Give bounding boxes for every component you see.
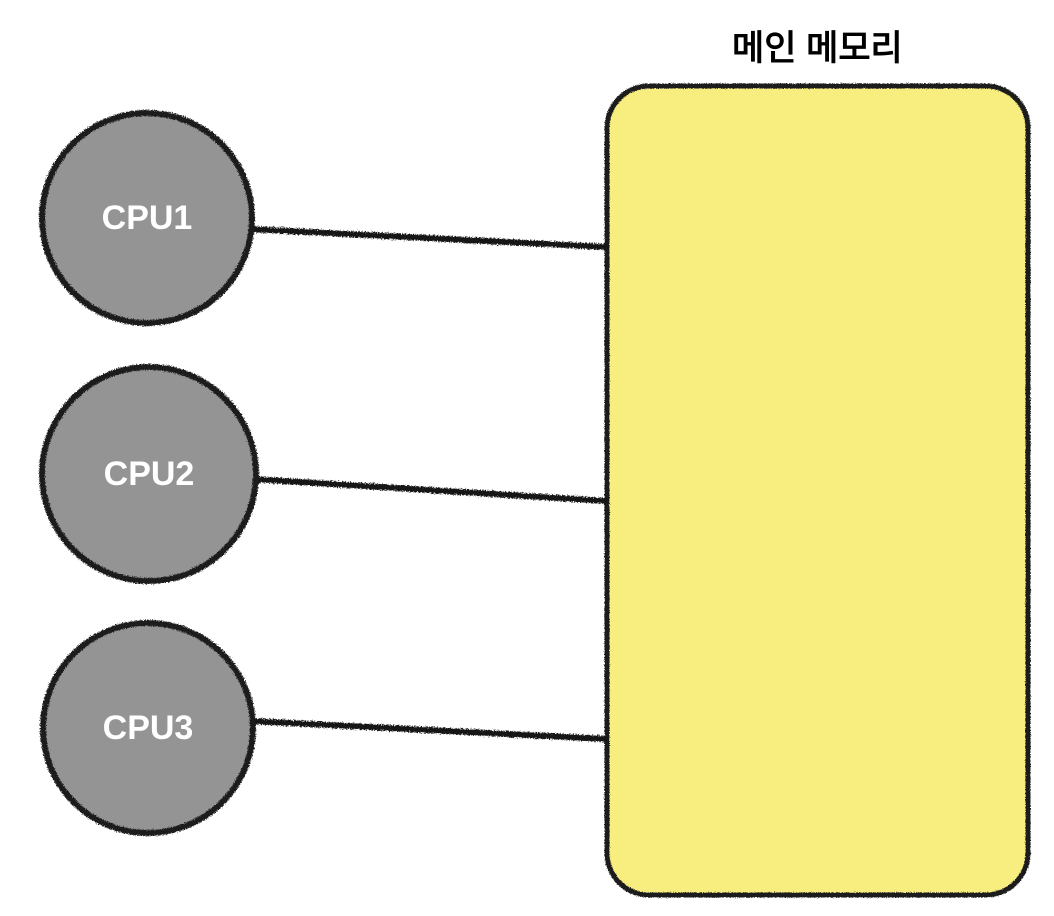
cpu2-to-memory-bus[interactable] [249, 476, 609, 504]
main-memory-block[interactable] [604, 83, 1031, 898]
cpu2-node[interactable] [39, 364, 259, 584]
main-memory-rect-sketch-overstroke [605, 84, 1030, 897]
cpu1-node[interactable] [39, 110, 255, 326]
cpu1-to-memory-bus[interactable] [246, 226, 609, 250]
main-memory-rect[interactable] [604, 83, 1031, 898]
cpu3-to-memory-bus[interactable] [247, 718, 609, 742]
cpu-memory-bus-group [246, 226, 609, 742]
cpu3-node[interactable] [40, 620, 256, 836]
cpu-node-group [39, 110, 259, 836]
